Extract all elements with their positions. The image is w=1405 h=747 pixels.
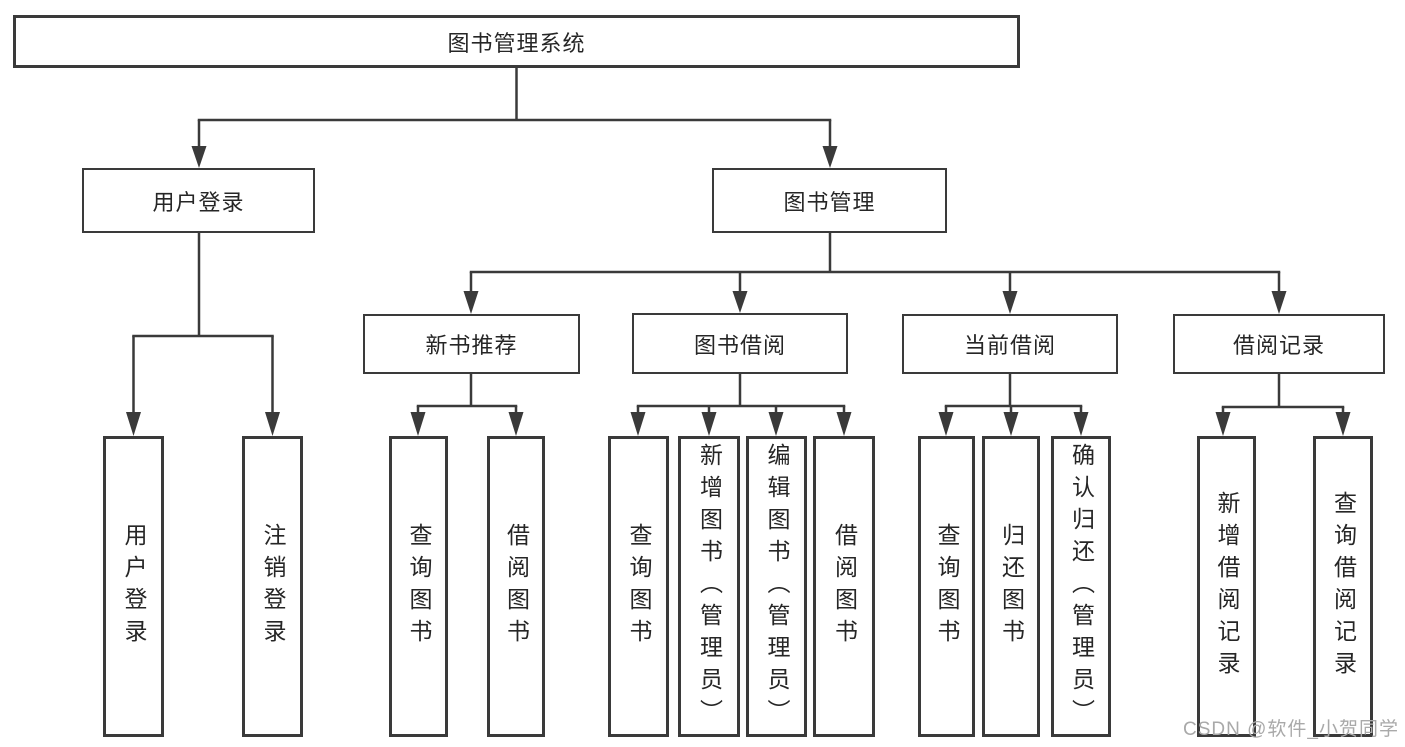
leaf-add-book-admin: 新增图书（管理员） — [678, 436, 740, 737]
csdn-watermark: CSDN @软件_小贺同学 — [1183, 719, 1399, 740]
leaf-borrow-books-borrowing: 借阅图书 — [813, 436, 875, 737]
leaf-edit-book-admin-label: 编辑图书（管理员） — [764, 442, 790, 731]
node-book-borrowing-label: 图书借阅 — [693, 332, 786, 358]
node-book-borrowing: 图书借阅 — [632, 313, 848, 374]
node-book-management: 图书管理 — [712, 168, 947, 233]
connector-new-book-recommendation-to-leaves — [410, 374, 524, 436]
connector-borrowing-records-to-leaves — [1215, 374, 1351, 436]
leaf-logout-label: 注销登录 — [260, 522, 286, 651]
node-book-management-label: 图书管理 — [783, 189, 876, 215]
node-current-borrowing: 当前借阅 — [902, 314, 1118, 374]
leaf-query-borrow-record-label: 查询借阅记录 — [1330, 490, 1357, 683]
leaf-confirm-return-admin-label: 确认归还（管理员） — [1068, 442, 1095, 731]
connector-book-borrowing-to-leaves — [630, 374, 852, 436]
leaf-return-books-label: 归还图书 — [998, 522, 1025, 651]
node-library-management-system: 图书管理系统 — [13, 15, 1020, 68]
leaf-add-borrow-record-label: 新增借阅记录 — [1214, 490, 1240, 683]
node-user-login: 用户登录 — [82, 168, 315, 233]
leaf-query-books-current-label: 查询图书 — [934, 522, 960, 651]
connector-book-management-to-level3 — [463, 233, 1287, 314]
node-borrowing-records: 借阅记录 — [1173, 314, 1385, 374]
node-new-book-recommendation: 新书推荐 — [363, 314, 580, 374]
leaf-add-borrow-record: 新增借阅记录 — [1197, 436, 1256, 737]
node-new-book-recommendation-label: 新书推荐 — [425, 333, 518, 358]
leaf-query-books-borrowing: 查询图书 — [608, 436, 669, 737]
node-user-login-label: 用户登录 — [152, 189, 245, 215]
node-library-management-system-label: 图书管理系统 — [447, 30, 586, 56]
leaf-borrow-books-borrowing-label: 借阅图书 — [831, 522, 858, 651]
leaf-query-books-current: 查询图书 — [918, 436, 975, 737]
connector-user-login-to-leaves — [126, 233, 280, 436]
leaf-query-borrow-record: 查询借阅记录 — [1313, 436, 1373, 737]
node-current-borrowing-label: 当前借阅 — [963, 333, 1056, 358]
connector-current-borrowing-to-leaves — [938, 374, 1089, 436]
leaf-edit-book-admin: 编辑图书（管理员） — [746, 436, 807, 737]
leaf-confirm-return-admin: 确认归还（管理员） — [1051, 436, 1111, 737]
leaf-return-books: 归还图书 — [982, 436, 1040, 737]
leaf-logout: 注销登录 — [242, 436, 303, 737]
leaf-add-book-admin-label: 新增图书（管理员） — [696, 442, 723, 731]
leaf-query-books-recommend-label: 查询图书 — [406, 522, 432, 651]
leaf-query-books-borrowing-label: 查询图书 — [626, 522, 652, 651]
leaf-borrow-books-recommend: 借阅图书 — [487, 436, 545, 737]
leaf-borrow-books-recommend-label: 借阅图书 — [503, 522, 530, 651]
node-borrowing-records-label: 借阅记录 — [1232, 333, 1325, 358]
leaf-query-books-recommend: 查询图书 — [389, 436, 448, 737]
leaf-user-login-label: 用户登录 — [121, 522, 147, 651]
leaf-user-login: 用户登录 — [103, 436, 164, 737]
connector-root-to-level2 — [191, 68, 838, 168]
